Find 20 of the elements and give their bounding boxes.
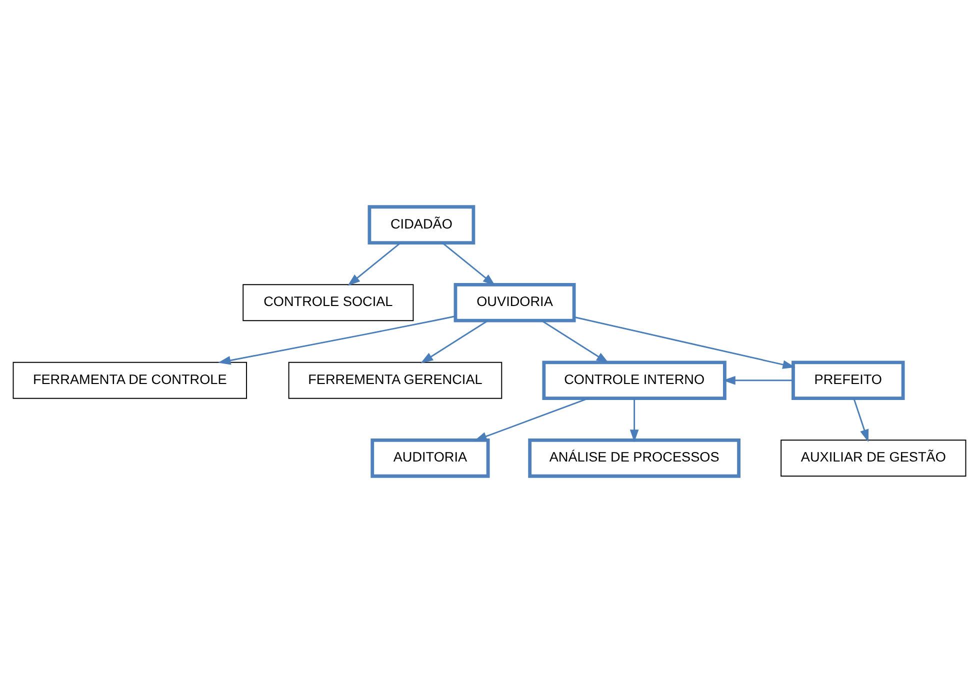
arrow (348, 242, 401, 286)
arrow (420, 319, 488, 363)
node-box: CONTROLE INTERNO (542, 360, 726, 400)
arrow (218, 315, 456, 364)
arrow (574, 316, 796, 368)
node-box: CONTROLE SOCIAL (242, 284, 414, 321)
arrow (853, 398, 869, 442)
node-box: ANÁLISE DE PROCESSOS (528, 438, 740, 478)
arrow (630, 398, 639, 442)
arrow (541, 319, 610, 363)
node-box: FERREMENTA GERENCIAL (288, 361, 502, 398)
arrow (442, 242, 496, 286)
node-box: CIDADÃO (368, 204, 476, 244)
node-box: PREFEITO (792, 360, 905, 400)
arrow (722, 375, 793, 384)
node-box: OUVIDORIA (454, 282, 576, 322)
node-box: AUDITORIA (370, 438, 490, 478)
arrow (474, 397, 589, 440)
node-box: AUXILIAR DE GESTÃO (780, 439, 966, 476)
node-box: FERRAMENTA DE CONTROLE (12, 361, 247, 398)
